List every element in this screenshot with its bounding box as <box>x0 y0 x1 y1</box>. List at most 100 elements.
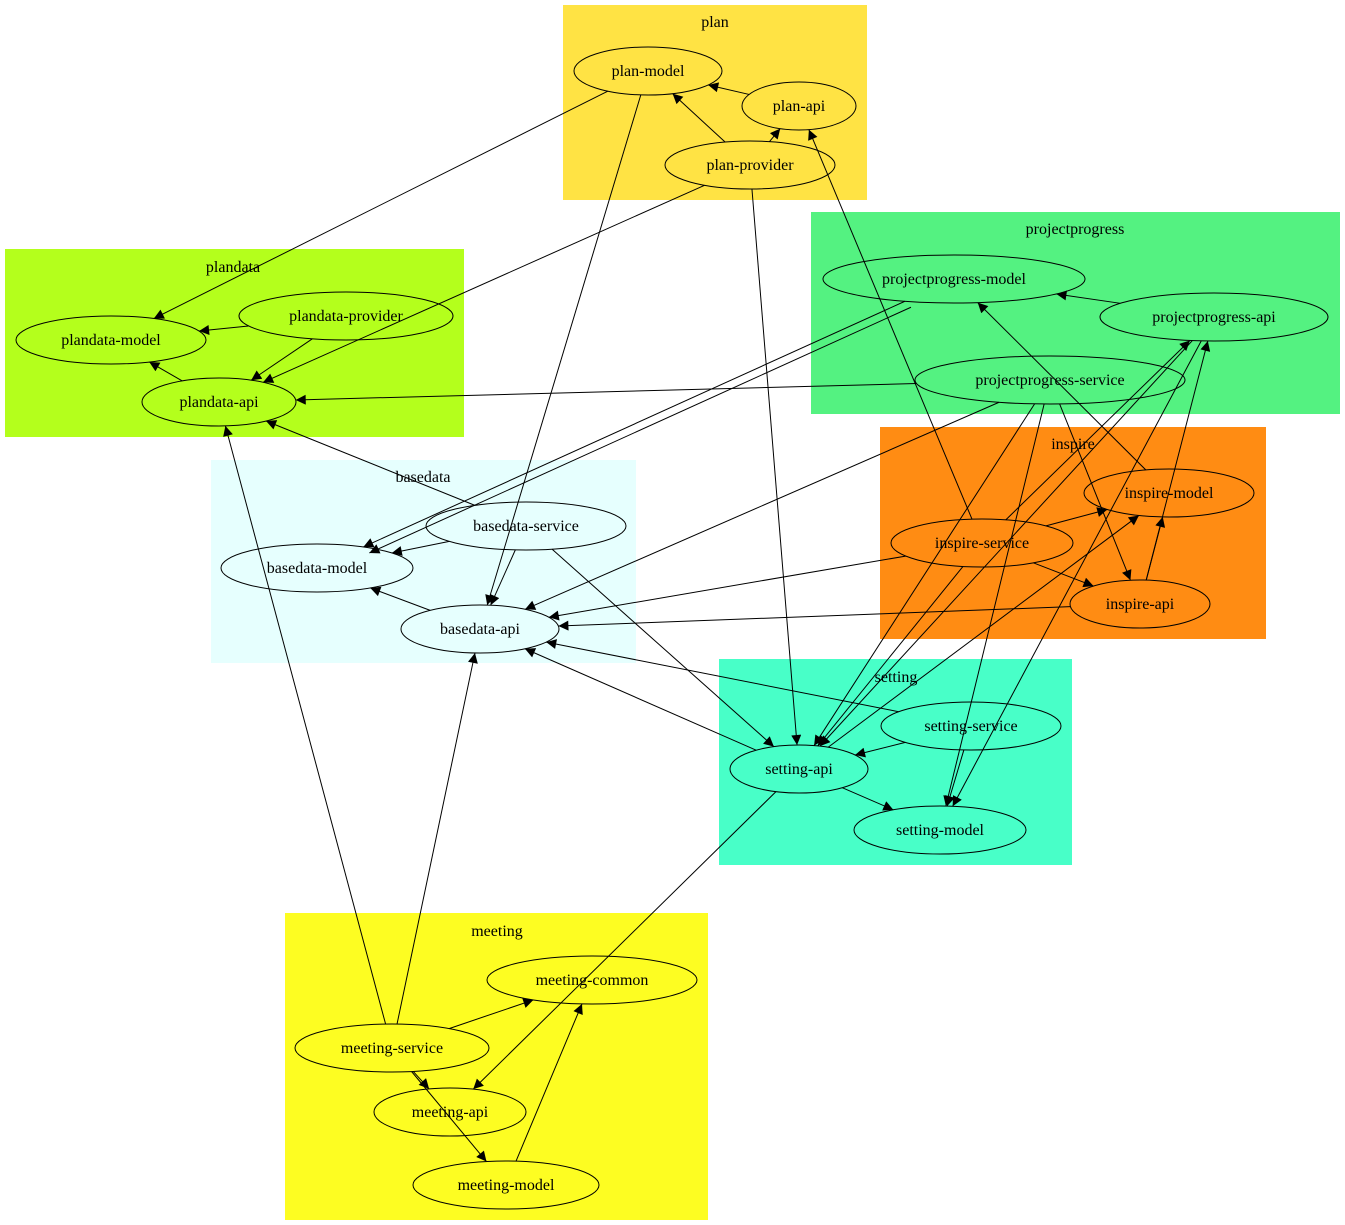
nodes-layer: plan-model plan-api plan-provider plandata-… <box>15 46 1329 1210</box>
edge-meeting-service-to-meeting-api <box>412 1071 430 1090</box>
edge-plan-model-to-plandata-model <box>153 90 609 320</box>
edge-inspire-service-to-plan-api <box>808 129 973 520</box>
node-ellipse <box>741 81 857 131</box>
node-plan-provider[interactable]: plan-provider <box>664 140 836 190</box>
edge-projectprogress-model-to-basedata-model <box>369 306 912 554</box>
edge-meeting-model-to-meeting-common <box>515 1003 583 1162</box>
edge-basedata-service-to-setting-api <box>551 548 775 748</box>
node-ellipse <box>400 604 560 654</box>
edge-meeting-service-to-basedata-api <box>396 652 478 1025</box>
node-label: plandata-provider <box>289 308 403 325</box>
node-inspire-service[interactable]: inspire-service <box>890 518 1074 568</box>
node-label: plan-provider <box>706 157 794 174</box>
node-label: plan-model <box>612 63 685 80</box>
node-label: inspire-model <box>1125 485 1214 502</box>
edge-setting-api-to-meeting-api <box>472 791 777 1090</box>
node-ellipse <box>1083 468 1255 518</box>
edge-projectprogress-service-to-plandata-api <box>295 383 917 405</box>
node-plandata-api[interactable]: plandata-api <box>141 377 297 427</box>
node-projectprogress-model[interactable]: projectprogress-model <box>822 254 1086 304</box>
edge-projectprogress-service-to-basedata-api <box>524 401 1000 610</box>
node-meeting-common[interactable]: meeting-common <box>486 955 698 1005</box>
node-label: projectprogress-service <box>975 372 1124 389</box>
node-inspire-api[interactable]: inspire-api <box>1069 579 1211 629</box>
node-label: meeting-model <box>458 1177 555 1194</box>
node-inspire-model[interactable]: inspire-model <box>1083 468 1255 518</box>
cluster-label: meeting <box>471 923 523 940</box>
edge-meeting-service-to-plandata-api <box>223 425 387 1025</box>
node-basedata-service[interactable]: basedata-service <box>425 501 627 551</box>
node-basedata-api[interactable]: basedata-api <box>400 604 560 654</box>
cluster-plan: plan <box>563 5 867 200</box>
edge-projectprogress-service-to-setting-api <box>813 403 1036 746</box>
node-ellipse <box>880 701 1062 751</box>
node-ellipse <box>15 315 207 365</box>
edge-inspire-service-to-inspire-api <box>1033 562 1094 588</box>
node-ellipse <box>573 46 723 96</box>
node-setting-service[interactable]: setting-service <box>880 701 1062 751</box>
edge-basedata-service-to-basedata-model <box>391 540 450 556</box>
edge-projectprogress-model-to-basedata-model <box>363 300 906 548</box>
cluster-label: plandata <box>206 259 260 276</box>
node-ellipse <box>1099 292 1329 342</box>
edge-setting-api-to-basedata-api <box>524 648 757 751</box>
node-plandata-provider[interactable]: plandata-provider <box>238 291 454 341</box>
node-label: inspire-api <box>1106 596 1175 613</box>
edge-inspire-model-to-projectprogress-model <box>977 302 1147 471</box>
edge-inspire-service-to-projectprogress-api <box>1005 340 1191 521</box>
node-label: basedata-model <box>267 560 368 577</box>
edge-plan-provider-to-plan-api <box>769 128 781 142</box>
node-basedata-model[interactable]: basedata-model <box>220 543 414 593</box>
edge-projectprogress-api-to-projectprogress-model <box>1056 290 1121 304</box>
edge-plan-provider-to-plandata-api <box>262 184 705 383</box>
node-ellipse <box>238 291 454 341</box>
edge-setting-api-to-setting-model <box>842 787 894 811</box>
cluster-plandata: plandata <box>5 249 464 437</box>
edge-meeting-service-to-meeting-model <box>411 1071 487 1162</box>
node-label: inspire-service <box>935 535 1029 552</box>
edge-inspire-service-to-inspire-model <box>1045 507 1108 527</box>
node-setting-model[interactable]: setting-model <box>853 805 1027 855</box>
node-meeting-service[interactable]: meeting-service <box>294 1023 490 1073</box>
node-label: plan-api <box>773 98 826 115</box>
cluster-label: setting <box>875 669 918 686</box>
node-setting-api[interactable]: setting-api <box>729 744 869 794</box>
cluster-box <box>563 5 867 200</box>
edge-projectprogress-service-to-setting-model <box>943 403 1045 807</box>
node-label: meeting-api <box>412 1104 489 1121</box>
edge-plandata-api-to-plandata-model <box>149 361 183 382</box>
node-ellipse <box>486 955 698 1005</box>
edge-inspire-api-to-basedata-api <box>558 606 1071 631</box>
node-label: setting-model <box>896 822 985 839</box>
edge-plandata-provider-to-plandata-model <box>199 325 249 335</box>
node-ellipse <box>822 254 1086 304</box>
node-label: basedata-api <box>440 621 521 638</box>
node-meeting-api[interactable]: meeting-api <box>373 1087 527 1137</box>
edge-inspire-api-to-projectprogress-api <box>1145 340 1211 581</box>
node-plan-model[interactable]: plan-model <box>573 46 723 96</box>
edge-plan-provider-to-plan-model <box>672 93 726 143</box>
cluster-label: basedata <box>395 469 450 486</box>
node-ellipse <box>141 377 297 427</box>
node-ellipse <box>914 355 1186 405</box>
edge-inspire-service-to-setting-api <box>817 566 964 747</box>
node-label: setting-api <box>765 761 833 778</box>
node-meeting-model[interactable]: meeting-model <box>412 1160 600 1210</box>
node-plan-api[interactable]: plan-api <box>741 81 857 131</box>
cluster-inspire: inspire <box>880 427 1266 639</box>
edge-plan-api-to-plan-model <box>708 82 750 95</box>
node-ellipse <box>220 543 414 593</box>
edge-inspire-service-to-basedata-api <box>548 555 906 621</box>
node-ellipse <box>853 805 1027 855</box>
edge-plan-provider-to-setting-api <box>751 188 802 746</box>
node-projectprogress-service[interactable]: projectprogress-service <box>914 355 1186 405</box>
node-ellipse <box>412 1160 600 1210</box>
node-projectprogress-api[interactable]: projectprogress-api <box>1099 292 1329 342</box>
node-ellipse <box>294 1023 490 1073</box>
node-plandata-model[interactable]: plandata-model <box>15 315 207 365</box>
edge-basedata-api-to-basedata-model <box>370 586 431 611</box>
edge-plandata-provider-to-plandata-api <box>250 338 313 381</box>
node-ellipse <box>425 501 627 551</box>
node-label: basedata-service <box>473 518 579 535</box>
node-label: projectprogress-api <box>1152 309 1276 326</box>
